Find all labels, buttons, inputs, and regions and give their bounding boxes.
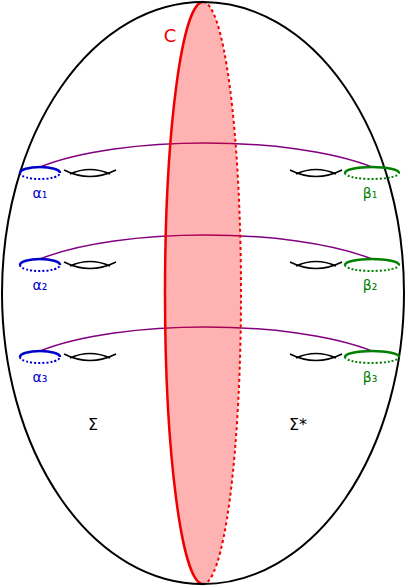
alpha-curve bbox=[20, 167, 60, 173]
handle-hole bbox=[296, 170, 336, 175]
disc-front-edge bbox=[165, 2, 203, 584]
beta-curve bbox=[345, 173, 399, 179]
handle-hole bbox=[290, 170, 342, 177]
curve-label: β₁ bbox=[363, 186, 378, 200]
curve-label: β₂ bbox=[363, 278, 378, 292]
alpha-curve bbox=[20, 259, 60, 265]
beta-curve bbox=[345, 357, 399, 363]
beta-curve bbox=[345, 167, 399, 173]
handle-hole bbox=[296, 354, 336, 359]
alpha-curve bbox=[20, 265, 60, 271]
handle-hole bbox=[70, 262, 110, 267]
handle-hole bbox=[290, 262, 342, 269]
curve-label: α₃ bbox=[33, 370, 48, 384]
beta-curve bbox=[345, 265, 399, 271]
beta-curve bbox=[345, 351, 399, 357]
disc-fill bbox=[165, 2, 241, 584]
disc-label: C bbox=[164, 27, 177, 45]
handle-hole bbox=[70, 354, 110, 359]
handle-hole bbox=[290, 354, 342, 361]
beta-curve bbox=[345, 259, 399, 265]
curve-label: α₁ bbox=[33, 186, 48, 200]
surface-label: Σ* bbox=[289, 417, 307, 433]
handle-hole bbox=[64, 170, 116, 177]
curve-label: α₂ bbox=[33, 278, 48, 292]
handle-hole bbox=[64, 354, 116, 361]
handle-hole bbox=[296, 262, 336, 267]
alpha-curve bbox=[20, 357, 60, 363]
handle-hole bbox=[64, 262, 116, 269]
alpha-curve bbox=[20, 173, 60, 179]
curve-label: β₃ bbox=[363, 370, 378, 384]
alpha-curve bbox=[20, 351, 60, 357]
surface-label: Σ bbox=[88, 417, 98, 433]
handle-hole bbox=[70, 170, 110, 175]
disc-back-edge bbox=[203, 2, 241, 584]
